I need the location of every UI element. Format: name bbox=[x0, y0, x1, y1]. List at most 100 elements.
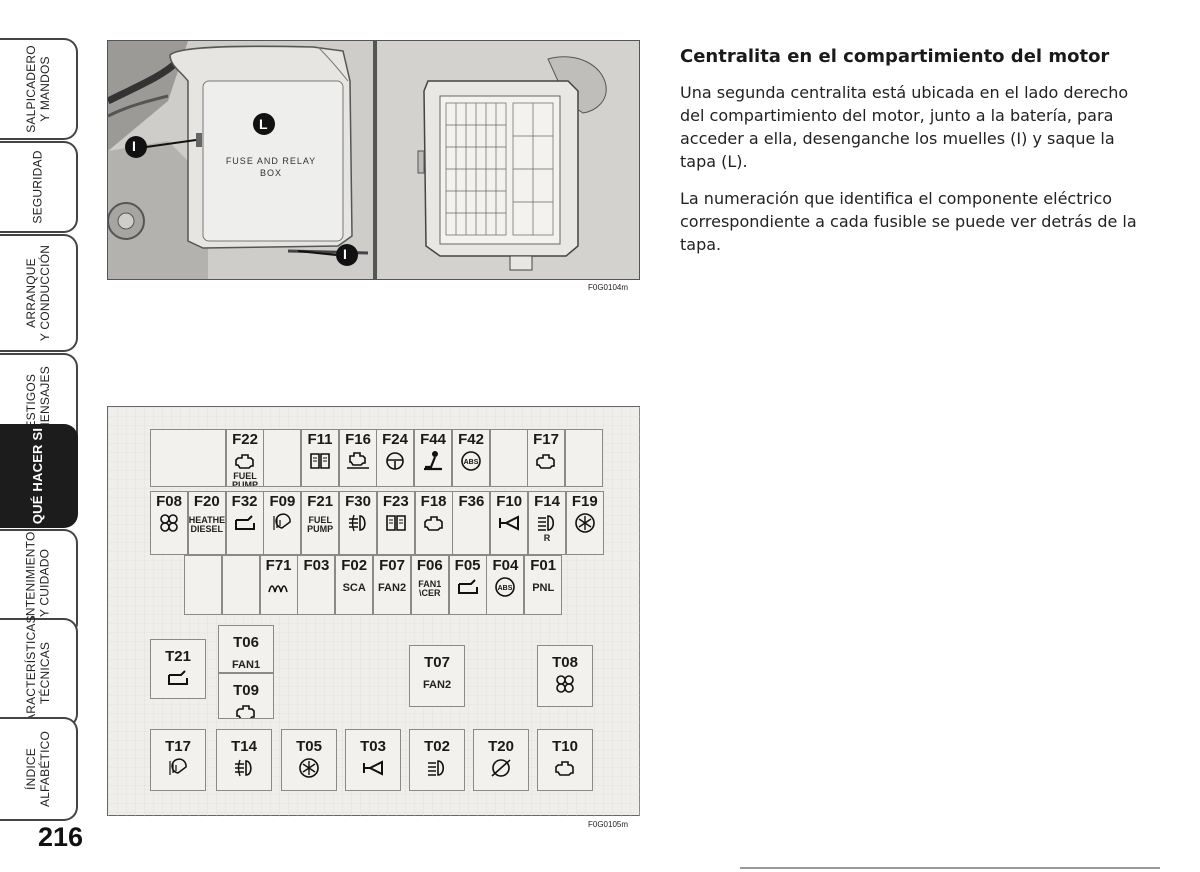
tab-label-line2: TÉCNICAS bbox=[38, 641, 52, 705]
fuse-f11: F11 bbox=[301, 429, 339, 487]
fuse-box-label-line1: FUSE AND RELAY bbox=[225, 156, 317, 166]
relay-t20: T20 bbox=[473, 729, 529, 791]
steering-wheel-icon bbox=[386, 452, 404, 470]
relay-t10: T10 bbox=[537, 729, 593, 791]
fuse-f17: F17 bbox=[527, 429, 565, 487]
fuse-f23: F23 bbox=[376, 491, 415, 555]
tab-label-line2: Y CUIDADO bbox=[38, 548, 52, 618]
headlight-icon bbox=[428, 760, 445, 776]
fuse-box-label: FUSE AND RELAY BOX bbox=[216, 155, 326, 179]
tab-label-line1: ÍNDICE bbox=[24, 748, 38, 790]
page-number: 216 bbox=[38, 822, 84, 852]
engine-icon bbox=[536, 454, 555, 469]
bottom-rule bbox=[740, 867, 1160, 869]
relay-code: T07 bbox=[424, 654, 450, 671]
fuse-f10: F10 bbox=[490, 491, 529, 555]
horn-icon bbox=[499, 515, 520, 531]
fuse-code: F09 bbox=[269, 493, 296, 510]
book-icon bbox=[385, 515, 406, 531]
fuse-code: F04 bbox=[492, 557, 519, 574]
tab-label-line1: CARACTERÍSTICAS bbox=[24, 615, 38, 731]
wiper-icon bbox=[273, 513, 292, 530]
glow-plug-icon bbox=[267, 585, 288, 593]
fuse-f19: F19 bbox=[565, 491, 604, 555]
fuse-f18: F18 bbox=[414, 491, 453, 555]
fuse-sublabel: R bbox=[543, 533, 551, 543]
relay-t17: T17 bbox=[150, 729, 206, 791]
fog-light-icon bbox=[235, 759, 252, 777]
fuse-code: F20 bbox=[193, 493, 220, 510]
seat-icon bbox=[424, 451, 442, 471]
fuse-code: F08 bbox=[156, 493, 182, 510]
fuse-f08: F08 bbox=[150, 491, 188, 555]
headlight-icon bbox=[538, 515, 555, 531]
fuse-sublabel: FUEL PUMP bbox=[231, 471, 258, 487]
wiper-icon bbox=[169, 758, 187, 775]
abs-icon: ABS bbox=[461, 451, 481, 471]
fuse-f71: F71 bbox=[259, 555, 298, 615]
tab-seguridad[interactable]: SEGURIDAD bbox=[0, 141, 78, 233]
marker-i-bottom: I bbox=[343, 246, 347, 262]
tab-label-line1: SALPICADERO bbox=[24, 45, 38, 133]
relay-t21: T21 bbox=[150, 639, 206, 699]
relay-code: T02 bbox=[424, 738, 450, 755]
fuse-code: F22 bbox=[232, 431, 258, 448]
fuse-sublabel: SCA bbox=[342, 582, 366, 594]
svg-text:ABS: ABS bbox=[464, 459, 479, 466]
svg-text:ABS: ABS bbox=[498, 585, 513, 592]
fuse-code: F14 bbox=[534, 493, 560, 510]
fuse-code: F71 bbox=[265, 557, 292, 574]
fuse-code: F16 bbox=[345, 431, 371, 448]
fuse-sublabel: PNL bbox=[532, 582, 555, 594]
fuse-empty-slot bbox=[150, 429, 226, 487]
tab-que-hacer-si[interactable]: QUÉ HACER SI bbox=[0, 424, 78, 528]
fuse-code: F30 bbox=[345, 493, 371, 510]
fuse-f44: F44 bbox=[414, 429, 452, 487]
relay-t05: T05 bbox=[281, 729, 337, 791]
fan-icon bbox=[556, 675, 574, 693]
relay-sublabel: FAN2 bbox=[422, 679, 452, 691]
fuse-f36: F36 bbox=[452, 491, 491, 555]
engine-icon bbox=[235, 454, 254, 469]
fuse-code: F42 bbox=[458, 431, 484, 448]
relay-code: T05 bbox=[296, 738, 322, 755]
relay-t14: T14 bbox=[216, 729, 272, 791]
fuse-box-label-line2: BOX bbox=[259, 168, 282, 178]
tab-label-line2: ALFABÉTICO bbox=[38, 730, 52, 808]
fuse-empty-slot bbox=[565, 429, 603, 487]
diagram-caption: F0G0105m bbox=[588, 820, 629, 829]
section-title: Centralita en el compartimiento del moto… bbox=[680, 46, 1110, 67]
fuse-empty-slot bbox=[490, 429, 528, 487]
engine-icon bbox=[236, 705, 255, 718]
tank-icon bbox=[168, 670, 188, 685]
fuse-code: F10 bbox=[496, 493, 523, 510]
fuse-code: F18 bbox=[420, 493, 447, 510]
relay-code: T03 bbox=[360, 738, 386, 755]
engine-check-icon bbox=[347, 452, 369, 469]
fuse-f20: F20HEATHER DIESEL bbox=[187, 491, 226, 555]
tab-label-line1: ARRANQUE bbox=[24, 258, 38, 328]
relay-code: T10 bbox=[552, 738, 578, 755]
tab-label-line2: Y MANDOS bbox=[38, 56, 52, 122]
ac-icon bbox=[574, 513, 595, 533]
relay-code: T14 bbox=[231, 738, 257, 755]
tank-icon bbox=[234, 515, 255, 530]
paragraph-2: La numeración que identifica el componen… bbox=[680, 189, 1137, 254]
engine-icon bbox=[555, 761, 574, 776]
fuse-empty-slot bbox=[263, 429, 301, 487]
photo-caption: F0G0104m bbox=[588, 283, 629, 292]
relay-t08: T08 bbox=[537, 645, 593, 707]
relay-code: T09 bbox=[233, 682, 259, 699]
relay-code: T08 bbox=[552, 654, 578, 671]
fuse-code: F44 bbox=[420, 431, 446, 448]
